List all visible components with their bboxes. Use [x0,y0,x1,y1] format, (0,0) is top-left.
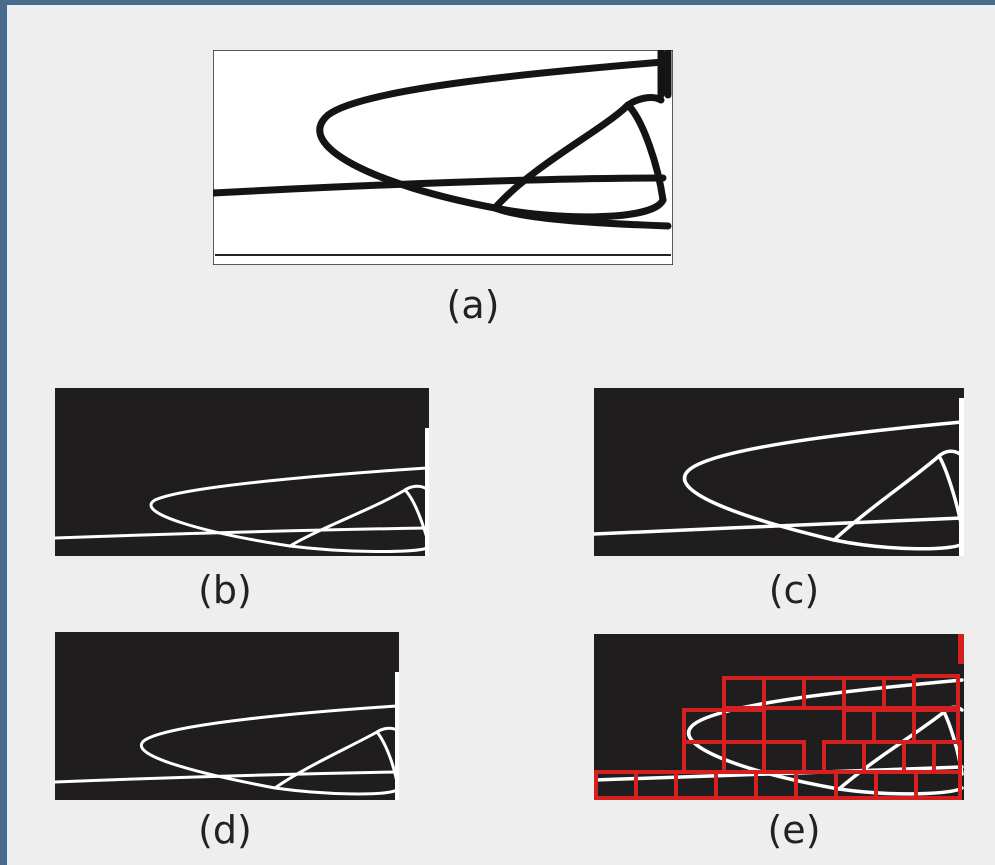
panel-c-caption: (c) [768,568,820,612]
panel-d-caption: (d) [198,808,252,852]
panel-e-caption: (e) [767,808,821,852]
panel-d-image [55,632,399,800]
panel-c-drawing [594,388,964,556]
panel-d-drawing [55,632,399,800]
panel-b-drawing [55,388,429,556]
panel-a-drawing [213,50,673,265]
panel-a-image [213,50,673,265]
panel-e-drawing [594,634,964,800]
panel-e-image [594,634,964,800]
panel-b-caption: (b) [198,568,252,612]
panel-a-caption: (a) [446,283,500,327]
panel-c-image [594,388,964,556]
panel-b-image [55,388,429,556]
